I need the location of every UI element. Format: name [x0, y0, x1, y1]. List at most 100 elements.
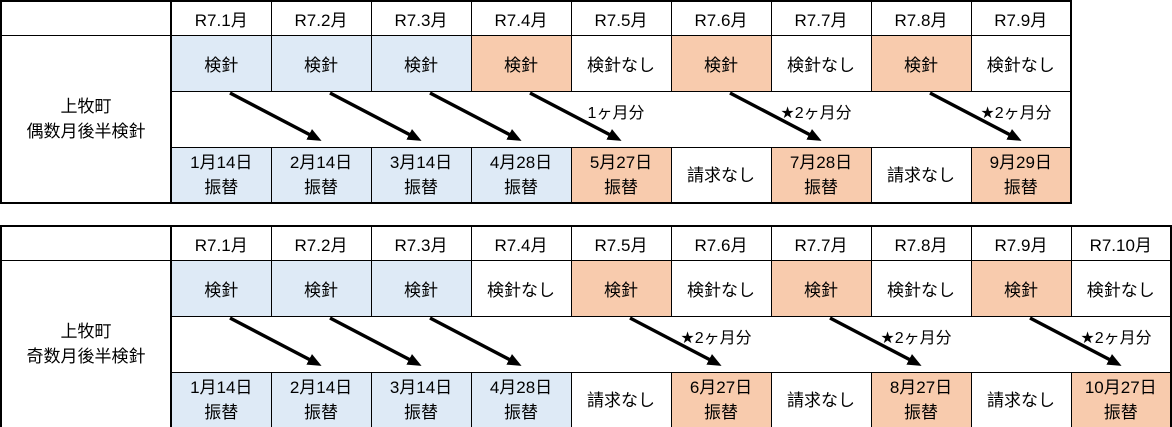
- meter-status-cell: 検針: [270, 35, 372, 92]
- billing-arrows-graphic: [229, 92, 1022, 141]
- month-header-cell: R7.7月: [770, 0, 872, 36]
- month-header-cell: R7.3月: [370, 225, 472, 261]
- payment-cell-line: 4月28日: [489, 153, 553, 172]
- meter-status-cell: 検針なし: [870, 260, 972, 317]
- meter-status-cell: 検針なし: [770, 35, 872, 92]
- payment-cell-line: 請求なし: [987, 390, 1055, 410]
- row-label-line: 上牧町: [60, 322, 112, 341]
- payment-cell-line: 振替: [504, 403, 538, 422]
- meter-reading-row: 上牧町偶数月後半検針検針検針検針検針検針なし検針検針なし検針検針なし: [0, 35, 1072, 204]
- billing-arrow: [429, 92, 522, 141]
- payment-cell-line: 振替: [304, 178, 338, 197]
- billing-arrow-row: 1ヶ月分★2ヶ月分★2ヶ月分: [1, 91, 1072, 148]
- meter-status-cell: 検針: [170, 260, 272, 317]
- payment-cell-line: 振替: [204, 178, 239, 197]
- month-header-cell: R7.5月: [570, 225, 672, 261]
- billing-arrow-row: ★2ヶ月分 ★2ヶ月分 ★2ヶ月分: [1, 316, 1172, 373]
- billing-arrow: [329, 92, 422, 141]
- payment-cell-line: 振替: [404, 403, 438, 422]
- payment-cell-line: 振替: [304, 403, 338, 422]
- payment-cell-line: 請求なし: [687, 165, 755, 185]
- month-header-cell: R7.8月: [870, 225, 972, 261]
- payment-cell-line: 6月27日: [689, 378, 753, 397]
- meter-status-cell: 検針: [570, 260, 672, 317]
- row-label-cell: 上牧町偶数月後半検針: [0, 35, 172, 204]
- month-header-cell: R7.5月: [570, 0, 672, 36]
- payment-cell-line: 振替: [904, 403, 938, 422]
- row-label-line: 奇数月後半検針: [26, 347, 146, 366]
- payment-cell-line: 振替: [1103, 403, 1138, 422]
- meter-status-cell: 検針: [770, 260, 872, 317]
- payment-cell: 請求なし: [970, 372, 1072, 427]
- payment-cell: 請求なし: [570, 372, 672, 427]
- billing-arrow: [529, 92, 622, 141]
- arrow-label: ★2ヶ月分: [1080, 330, 1152, 347]
- payment-cell-line: 振替: [504, 178, 538, 197]
- meter-status-cell: 検針: [970, 260, 1072, 317]
- payment-cell-line: 振替: [704, 403, 738, 422]
- billing-arrow: [429, 317, 522, 366]
- payment-cell-line: 2月14日: [289, 153, 353, 172]
- row-label-line: 偶数月後半検針: [26, 122, 146, 141]
- month-header-cell: R7.9月: [970, 225, 1072, 261]
- billing-arrow: [629, 317, 722, 366]
- billing-arrow: [829, 317, 922, 366]
- payment-cell: 2月14日振替: [270, 372, 372, 427]
- row-label-line: 上牧町: [60, 97, 112, 116]
- payment-cell: 3月14日振替: [370, 147, 472, 204]
- billing-arrow: [229, 92, 322, 141]
- payment-cell: 8月27日振替: [870, 372, 972, 427]
- meter-status-cell: 検針なし: [970, 35, 1072, 92]
- meter-status-cell: 検針: [470, 35, 572, 92]
- payment-cell-line: 振替: [604, 178, 638, 197]
- month-header-cell: R7.8月: [870, 0, 972, 36]
- payment-cell-line: 8月27日: [889, 378, 953, 397]
- billing-arrow: [329, 317, 422, 366]
- meter-status-cell: 検針なし: [670, 260, 772, 317]
- meter-status-cell: 検針なし: [470, 260, 572, 317]
- billing-arrow: [229, 317, 322, 366]
- payment-cell-line: 2月14日: [289, 378, 353, 397]
- payment-cell-line: 振替: [204, 403, 239, 422]
- month-header-cell: R7.1月: [170, 0, 272, 36]
- payment-cell: 4月28日振替: [470, 147, 572, 204]
- payment-cell-line: 5月27日: [589, 153, 653, 172]
- month-header-cell: R7.9月: [970, 0, 1072, 36]
- arrow-cell: 1ヶ月分★2ヶ月分★2ヶ月分: [170, 91, 1072, 148]
- corner-cell: [0, 0, 172, 36]
- month-header-cell: R7.4月: [470, 0, 572, 36]
- arrow-cell: ★2ヶ月分 ★2ヶ月分 ★2ヶ月分: [170, 316, 1172, 373]
- billing-arrow: [929, 92, 1022, 141]
- payment-cell-line: 3月14日: [389, 378, 453, 397]
- payment-cell: 3月14日振替: [370, 372, 472, 427]
- month-header-cell: R7.7月: [770, 225, 872, 261]
- payment-cell-line: 振替: [404, 178, 438, 197]
- month-header-cell: R7.2月: [270, 225, 372, 261]
- payment-cell-line: 10月27日: [1084, 378, 1157, 397]
- billing-arrow: [729, 92, 822, 141]
- payment-cell-line: 振替: [1003, 178, 1038, 197]
- payment-cell: 1月14日振替: [170, 372, 272, 427]
- billing-arrows-graphic: [229, 317, 1122, 366]
- arrow-label: ★2ヶ月分: [680, 330, 752, 347]
- payment-cell: 9月29日振替: [970, 147, 1072, 204]
- payment-cell: 5月27日振替: [570, 147, 672, 204]
- payment-cell: 請求なし: [670, 147, 772, 204]
- meter-status-cell: 検針: [270, 260, 372, 317]
- meter-status-cell: 検針: [870, 35, 972, 92]
- meter-status-cell: 検針: [670, 35, 772, 92]
- payment-cell-line: 1月14日: [190, 378, 253, 397]
- month-header-cell: R7.3月: [370, 0, 472, 36]
- payment-cell-line: 3月14日: [389, 153, 453, 172]
- arrow-label: ★2ヶ月分: [880, 330, 952, 347]
- month-header-cell: R7.10月: [1070, 225, 1172, 261]
- meter-status-cell: 検針: [370, 260, 472, 317]
- month-header-cell: R7.2月: [270, 0, 372, 36]
- payment-cell: 4月28日振替: [470, 372, 572, 427]
